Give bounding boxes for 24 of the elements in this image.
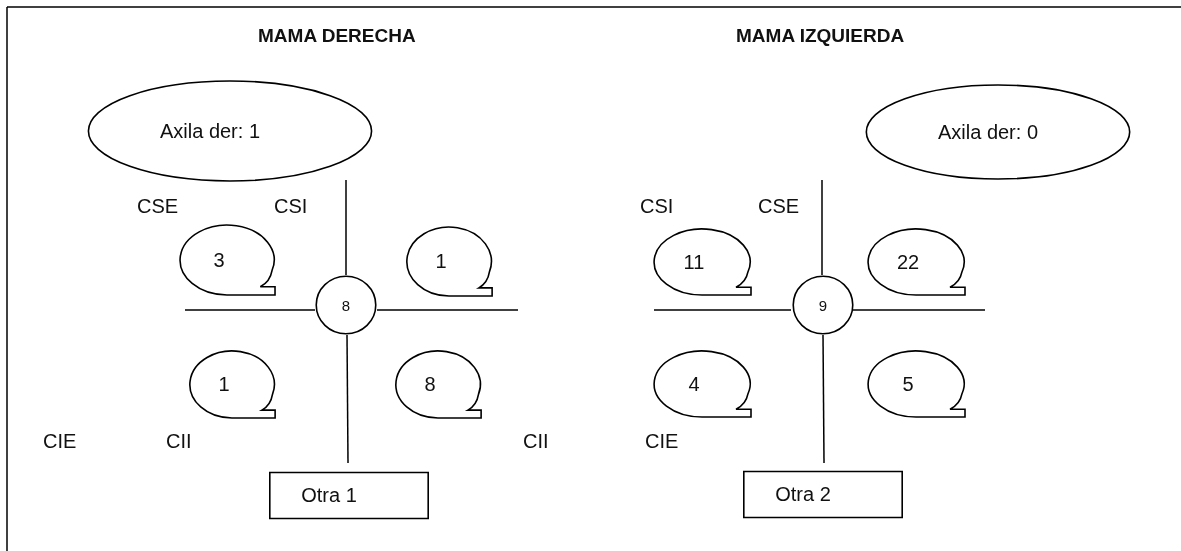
count-bubble: 22 [866,228,966,296]
count-bubble: 1 [405,226,493,297]
heading: MAMA DERECHA [258,26,416,45]
heading: MAMA IZQUIERDA [736,26,905,45]
quadrant-label: CSE [758,196,800,216]
count-bubble: 3 [178,224,276,296]
count-bubble: 1 [188,350,276,419]
quadrant-label: CII [166,431,192,451]
count-bubble: 5 [866,350,966,418]
count-bubble: 8 [394,350,482,419]
count-bubble: 4 [652,350,752,418]
center-circle: 8 [315,275,377,335]
axilla-ellipse: Axila der: 1 [87,80,373,182]
center-circle: 9 [792,275,854,335]
count-bubble: 11 [652,228,752,296]
quadrant-label: CII [523,431,549,451]
quadrant-label: CSE [137,196,179,216]
count-box: Otra 1 [269,472,429,519]
count-box: Otra 2 [743,471,903,518]
quadrant-label: CSI [640,196,674,216]
quadrant-label: CIE [645,431,679,451]
quadrant-label: CIE [43,431,77,451]
axilla-ellipse: Axila der: 0 [865,84,1131,180]
quadrant-label: CSI [274,196,308,216]
